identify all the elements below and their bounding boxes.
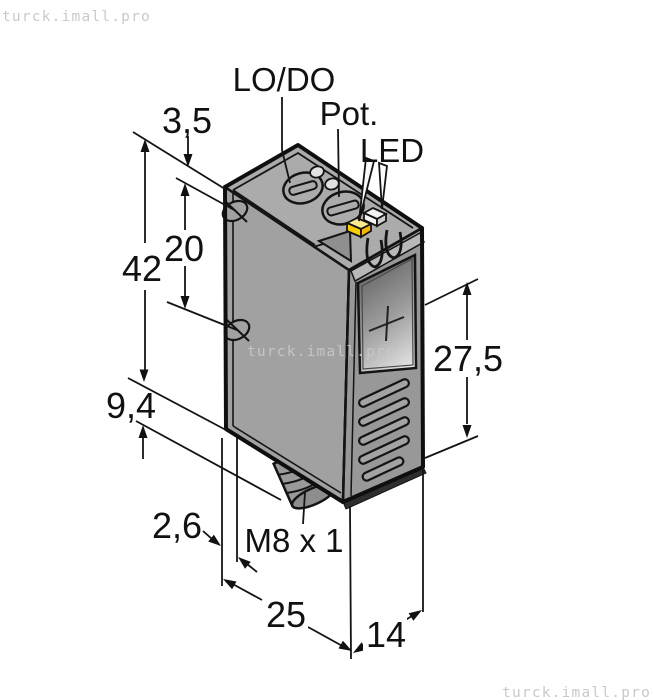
lo-do-potentiometer: [282, 171, 324, 205]
callout-lo-do: LO/DO: [233, 61, 336, 184]
dimension-14: 14: [353, 610, 422, 655]
led-pointer-2: [378, 161, 388, 210]
dim-label-width: 25: [266, 594, 306, 635]
dimension-2-6: 2,6: [152, 505, 258, 573]
dim-label-depth: 14: [366, 614, 406, 655]
dimension-9-4: 9,4: [106, 385, 156, 459]
dimension-27-5: 27,5: [433, 282, 503, 438]
callout-label-led: LED: [360, 132, 424, 169]
callout-pot: Pot.: [320, 95, 379, 198]
dimension-20: 20: [164, 183, 204, 309]
clip-2: [384, 229, 403, 260]
top-dot-1: [309, 165, 325, 179]
yellow-led: [344, 217, 374, 239]
callout-thread: M8 x 1: [244, 491, 344, 559]
vent-slots: [358, 378, 410, 482]
white-led: [362, 206, 388, 228]
extension-lines: [127, 131, 479, 660]
watermark-top-left: turck.imall.pro: [2, 9, 151, 25]
dim-label-height: 42: [122, 248, 162, 289]
dim-label-connector-offset: 2,6: [152, 505, 202, 546]
dim-label-bottom-offset: 9,4: [106, 385, 156, 426]
callout-label-thread: M8 x 1: [244, 522, 343, 559]
dim-label-front-height: 27,5: [433, 338, 503, 379]
dimension-25: 25: [223, 579, 352, 651]
dimension-42: 42: [120, 139, 165, 382]
dim-label-hole-spacing: 20: [164, 228, 204, 269]
led-pointer-1: [358, 156, 376, 222]
callout-led: LED: [358, 132, 424, 222]
dim-label-top-offset: 3,5: [162, 100, 212, 141]
lens-window: [356, 253, 418, 375]
watermark-bottom-right: turck.imall.pro: [502, 685, 651, 700]
dimension-3-5: 3,5: [162, 100, 212, 167]
callout-label-pot: Pot.: [320, 95, 379, 132]
sensor-body: [221, 143, 427, 510]
top-rim: [232, 151, 414, 229]
notch: [316, 229, 353, 263]
watermark-center: turck.imall.pro: [247, 344, 396, 360]
callout-label-lo-do: LO/DO: [233, 61, 336, 98]
